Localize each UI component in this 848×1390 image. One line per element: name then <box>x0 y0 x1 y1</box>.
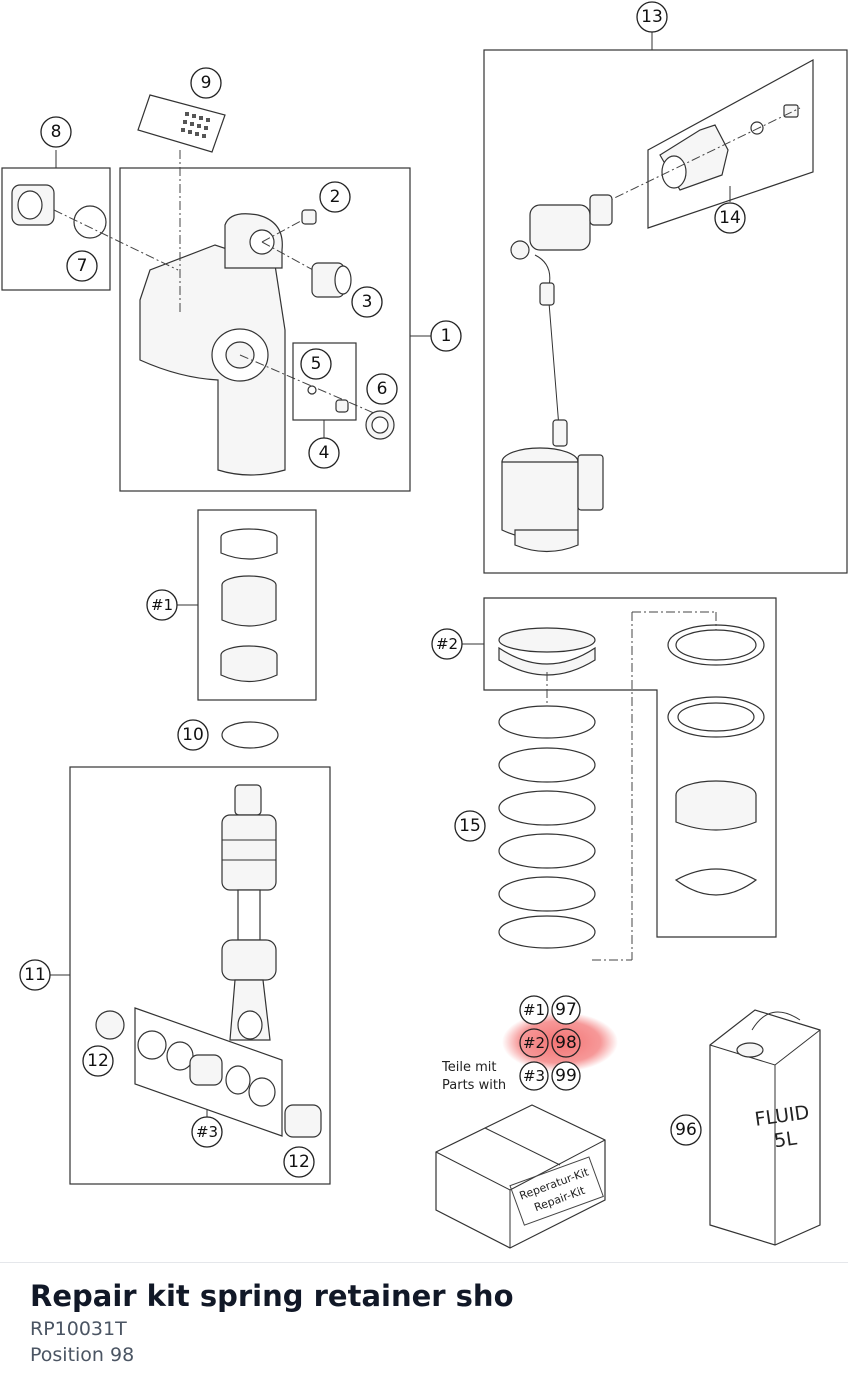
svg-text:96: 96 <box>675 1120 697 1140</box>
svg-text:9: 9 <box>201 73 212 93</box>
callout-6: 6 <box>366 373 398 405</box>
svg-text:#2: #2 <box>523 1034 545 1052</box>
can-label-2: 5L <box>773 1127 799 1152</box>
decal-group <box>137 94 226 153</box>
legend-kit-3: #3 <box>519 1061 549 1091</box>
callout-96: 96 <box>670 1114 702 1146</box>
callout-14: 14 <box>714 202 746 234</box>
callout-10: 10 <box>177 719 209 751</box>
shock-body-group <box>119 150 432 492</box>
svg-text:6: 6 <box>377 379 388 399</box>
diagram-canvas: Teile mit Parts with Reperatur-Kit Repai… <box>1 1 848 1249</box>
callout-4: 4 <box>308 437 340 469</box>
legend-line-2: Parts with <box>442 1078 506 1093</box>
svg-text:1: 1 <box>441 326 452 346</box>
svg-text:14: 14 <box>719 208 741 228</box>
svg-text:3: 3 <box>362 292 373 312</box>
fluid-can: FLUID 5L <box>709 1009 821 1246</box>
part-2-bolt <box>301 209 317 225</box>
legend-97: 97 <box>551 995 581 1025</box>
repair-kit-box: Reperatur-Kit Repair-Kit <box>435 1104 606 1249</box>
remote-reservoir-group <box>483 32 848 574</box>
svg-text:#1: #1 <box>523 1001 545 1019</box>
piston-stack <box>221 814 277 891</box>
spring-retainer <box>498 627 596 653</box>
group-13-frame <box>483 49 848 574</box>
svg-text:99: 99 <box>555 1066 577 1086</box>
kit-3-frame <box>134 1007 283 1137</box>
callout-9: 9 <box>190 67 222 99</box>
svg-text:8: 8 <box>51 122 62 142</box>
callout-2: 2 <box>319 181 351 213</box>
part-10-ring <box>221 721 279 749</box>
svg-text:10: 10 <box>182 725 204 745</box>
kit-2-frame <box>483 597 777 938</box>
group-14-frame <box>647 58 814 229</box>
spring-group <box>462 597 777 961</box>
callout-1: 1 <box>430 320 462 352</box>
exploded-parts-diagram: Teile mit Parts with Reperatur-Kit Repai… <box>1 1 848 1249</box>
callout-15: 15 <box>454 810 486 842</box>
part-15-spring <box>498 705 596 949</box>
legend-kit-2[interactable]: #2 <box>519 1028 549 1058</box>
svg-text:#1: #1 <box>151 596 173 614</box>
kit-1-group <box>176 509 317 701</box>
part-title: Repair kit spring retainer sho <box>30 1279 514 1313</box>
part-number: RP10031T <box>30 1318 127 1340</box>
svg-text:#2: #2 <box>436 635 458 653</box>
svg-text:12: 12 <box>288 1152 310 1172</box>
adjuster-group <box>1 150 179 291</box>
svg-text:7: 7 <box>77 256 88 276</box>
legend-99: 99 <box>551 1061 581 1091</box>
callout-11: 11 <box>19 959 51 991</box>
callout-5: 5 <box>300 348 332 380</box>
svg-text:15: 15 <box>459 816 481 836</box>
svg-text:12: 12 <box>87 1051 109 1071</box>
callout-8: 8 <box>40 116 72 148</box>
part-info-footer: Repair kit spring retainer sho RP10031T … <box>0 1262 848 1390</box>
callout-12-left: 12 <box>82 1045 114 1077</box>
svg-text:11: 11 <box>24 965 46 985</box>
callout-13: 13 <box>636 1 668 33</box>
damper-group <box>50 766 331 1185</box>
legend-line-1: Teile mit <box>441 1060 496 1075</box>
part-7-oring <box>73 205 107 239</box>
svg-text:#3: #3 <box>196 1123 218 1141</box>
callout-kit-2: #2 <box>431 628 463 660</box>
callout-12-right: 12 <box>283 1146 315 1178</box>
part-position: Position 98 <box>30 1344 135 1366</box>
callout-7: 7 <box>66 250 98 282</box>
callout-3: 3 <box>351 286 383 318</box>
legend-98-selected[interactable]: 98 <box>551 1028 581 1058</box>
svg-text:4: 4 <box>319 443 330 463</box>
svg-text:#3: #3 <box>523 1067 545 1085</box>
group-1-frame <box>119 167 411 492</box>
svg-text:13: 13 <box>641 7 663 27</box>
remote-reservoir <box>501 461 579 540</box>
callout-kit-3: #3 <box>191 1116 223 1148</box>
remote-valve <box>529 204 591 251</box>
svg-text:5: 5 <box>311 354 322 374</box>
part-9-decal <box>137 94 226 153</box>
svg-text:98: 98 <box>555 1033 577 1053</box>
svg-text:2: 2 <box>330 187 341 207</box>
legend-kit-1: #1 <box>519 995 549 1025</box>
callout-kit-1: #1 <box>146 589 178 621</box>
svg-text:97: 97 <box>555 1000 577 1020</box>
